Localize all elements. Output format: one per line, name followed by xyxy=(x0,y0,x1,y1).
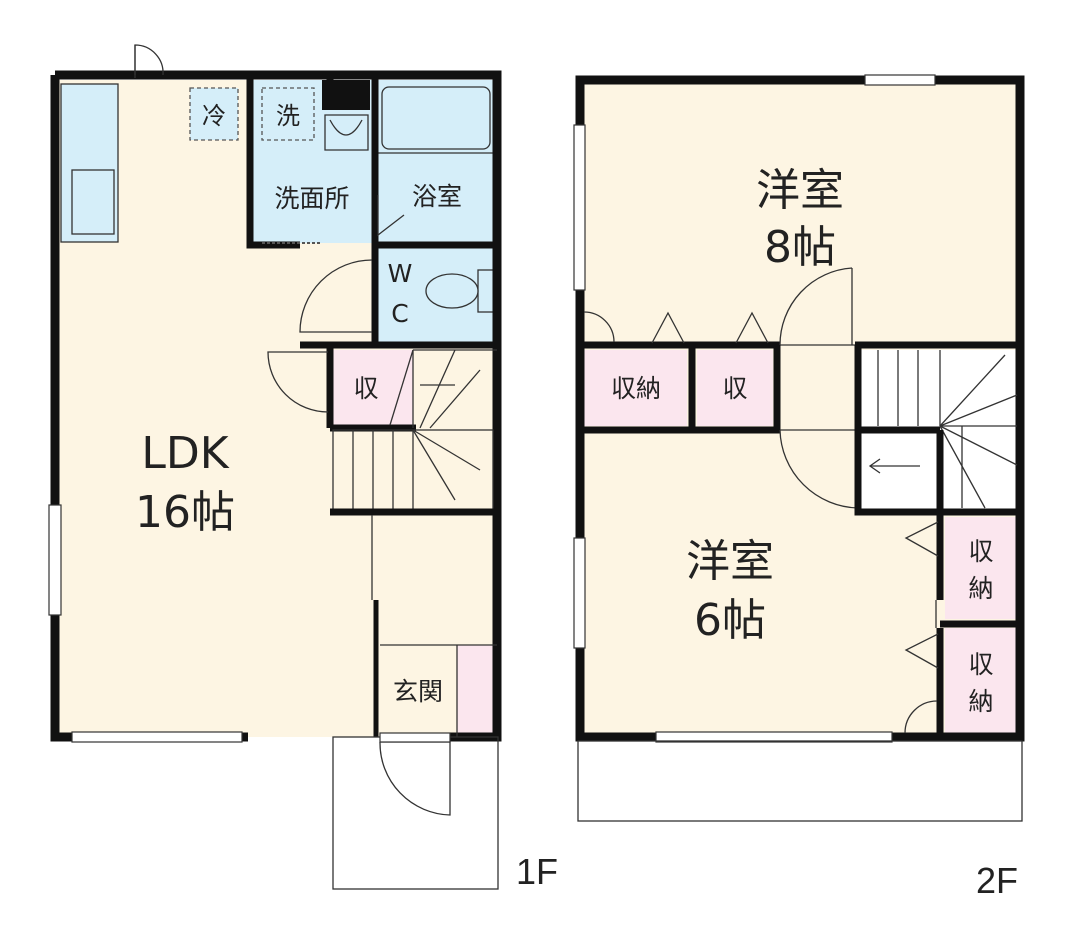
floor-2: 洋室 8帖 洋室 6帖 収納 収 収 納 収 納 2F xyxy=(573,74,1025,901)
closet-top-label-2: 納 xyxy=(968,574,993,603)
closet-bottom-label-1: 収 xyxy=(968,650,993,679)
closet-bottom-label-2: 納 xyxy=(968,687,993,716)
storage-2f-a xyxy=(584,350,687,426)
fridge-space xyxy=(189,87,239,141)
storage-2f-a-label: 収納 xyxy=(611,374,661,403)
fridge-label: 冷 xyxy=(202,102,226,130)
ldk-size: 16帖 xyxy=(135,487,235,538)
wc-label-w: W xyxy=(388,259,413,288)
closet-top-label-1: 収 xyxy=(968,537,993,566)
toilet-tank xyxy=(477,269,495,313)
washer-label: 洗 xyxy=(276,102,300,130)
entrance-label: 玄関 xyxy=(393,677,443,706)
floor-1-label: 1F xyxy=(516,851,558,892)
room8-label: 洋室 xyxy=(756,165,844,216)
bathtub xyxy=(381,86,491,150)
room6-size: 6帖 xyxy=(694,595,766,646)
entrance-shoe-cabinet xyxy=(457,645,497,737)
room8-area xyxy=(580,80,1020,345)
storage-2f-b xyxy=(697,350,773,426)
floor-1: 冷 洗 xyxy=(48,44,558,892)
room8-size: 8帖 xyxy=(764,222,836,273)
storage-2f-b-label: 収 xyxy=(722,374,747,403)
washroom-label: 洗面所 xyxy=(274,184,349,213)
washer-space xyxy=(261,87,315,141)
ldk-label: LDK xyxy=(141,428,229,479)
closet-top xyxy=(945,517,1017,619)
closet-bottom xyxy=(945,628,1017,735)
kitchen-sink xyxy=(71,169,115,235)
storage-1f-label: 収 xyxy=(353,374,378,403)
bath-label: 浴室 xyxy=(412,182,462,211)
wc-label-c: C xyxy=(391,299,408,328)
storage-1f-area xyxy=(333,350,413,426)
stairs-2f xyxy=(868,350,1018,509)
floor-2-label: 2F xyxy=(976,860,1018,901)
wash-basin xyxy=(324,114,369,151)
room6-label: 洋室 xyxy=(686,536,774,587)
toilet-bowl xyxy=(425,273,479,309)
